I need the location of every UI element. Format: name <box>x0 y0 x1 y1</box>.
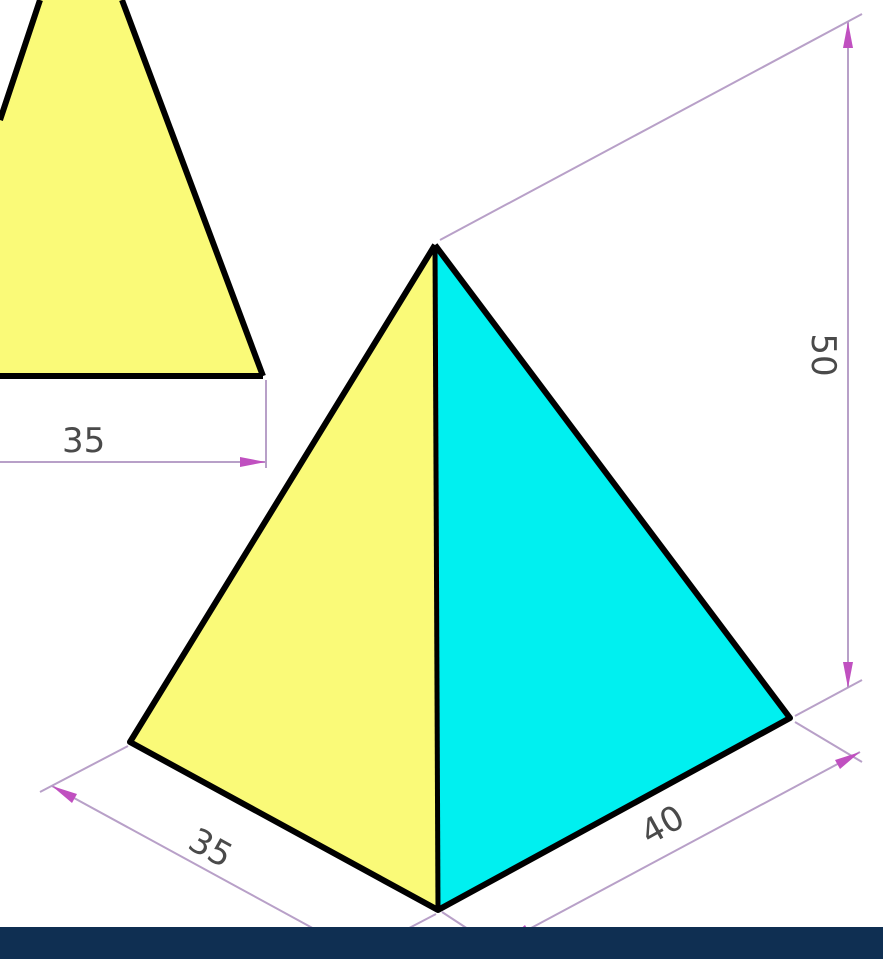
depth-arrow-left <box>52 786 77 803</box>
width-label: 40 <box>634 797 691 853</box>
depth-label: 35 <box>182 820 239 876</box>
height-label: 50 <box>803 333 843 376</box>
left-face <box>130 245 438 910</box>
isometric-pyramid <box>127 243 793 913</box>
width-arrow-right <box>835 752 860 769</box>
front-view-dimension-arrow <box>240 457 266 467</box>
front-view-right-edge <box>119 0 266 378</box>
right-face <box>435 245 790 910</box>
height-extension-bottom <box>794 679 863 717</box>
height-arrow-bottom <box>843 662 853 688</box>
height-extension-top <box>439 13 863 241</box>
front-view-left-edge <box>0 0 43 121</box>
center-edge <box>432 244 441 911</box>
height-dimension: 50 <box>439 13 863 717</box>
front-view-width-label: 35 <box>62 421 105 461</box>
front-view-triangle <box>0 0 263 376</box>
front-view: 35 <box>0 0 267 468</box>
depth-dimension-line <box>51 785 363 956</box>
bottom-bar <box>0 927 883 959</box>
width-dimension-line <box>504 751 861 943</box>
height-arrow-top <box>843 22 853 48</box>
depth-extension-left <box>39 745 129 793</box>
